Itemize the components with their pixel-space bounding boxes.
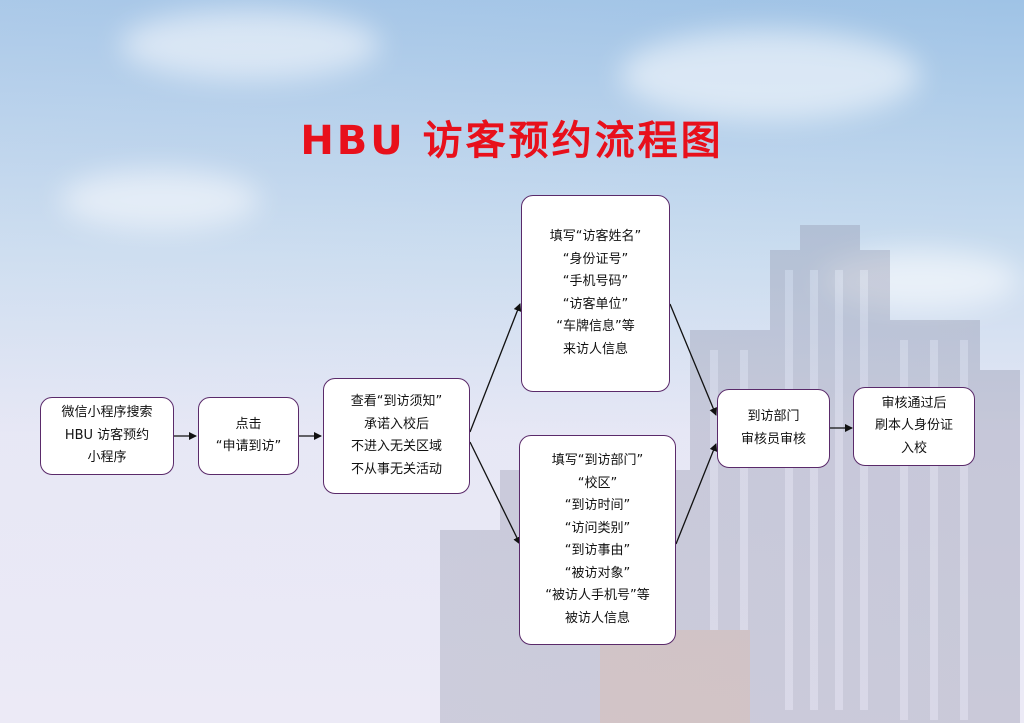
- background-cloud: [820, 250, 1020, 310]
- arrow-host-info-to-review: [675, 443, 718, 545]
- step-search-miniprogram: 微信小程序搜索 HBU 访客预约 小程序: [40, 397, 174, 475]
- step-fill-visitor-info: 填写“访客姓名” “身份证号” “手机号码” “访客单位” “车牌信息”等 来访…: [521, 195, 670, 392]
- arrow-notice-to-visitor-info: [469, 303, 522, 433]
- step-id-entry: 审核通过后 刷本人身份证 入校: [853, 387, 975, 466]
- background-building: [440, 225, 1020, 723]
- background-cloud: [60, 170, 260, 230]
- background-cloud: [620, 30, 920, 120]
- step-click-apply: 点击 “申请到访”: [198, 397, 299, 475]
- page-title: HBU 访客预约流程图: [300, 118, 724, 164]
- arrow-notice-to-host-info: [469, 441, 521, 545]
- step-fill-host-info: 填写“到访部门” “校区” “到访时间” “访问类别” “到访事由” “被访对象…: [519, 435, 676, 645]
- background-cloud: [120, 10, 380, 80]
- step-department-review: 到访部门 审核员审核: [717, 389, 830, 468]
- arrow-visitor-info-to-review: [669, 303, 718, 416]
- step-read-notice: 查看“到访须知” 承诺入校后 不进入无关区域 不从事无关活动: [323, 378, 470, 494]
